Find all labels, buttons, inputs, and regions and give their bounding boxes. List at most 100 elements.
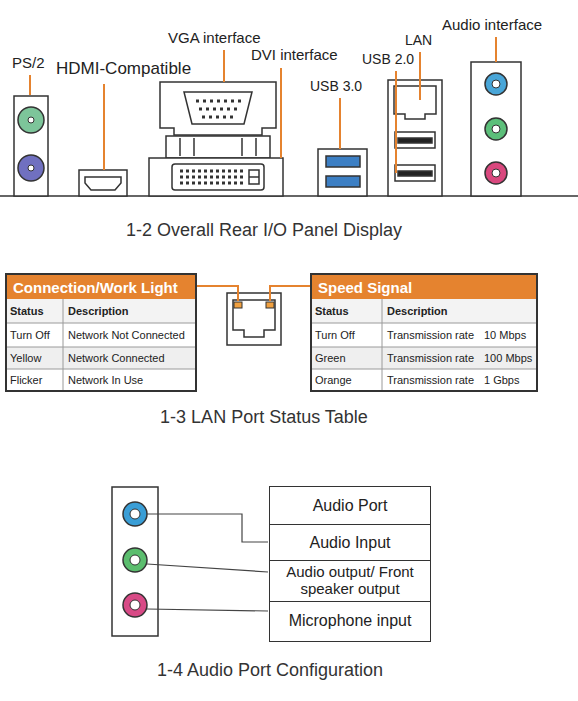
audio-row: Audio Input — [270, 524, 430, 560]
jack-wire — [147, 564, 268, 572]
audio-jack-panel — [123, 548, 147, 572]
table-grid — [311, 369, 537, 370]
audio-jack-panel — [123, 502, 147, 526]
port-label: VGA interface — [168, 30, 261, 47]
row-text: Audio Input — [270, 525, 430, 560]
table-stripes — [6, 347, 196, 369]
led-leader-line — [197, 286, 310, 301]
dvi-port — [180, 176, 244, 179]
usb3-port — [326, 156, 360, 167]
table-cell: Flicker — [10, 374, 42, 386]
audio-jack-panel — [130, 555, 140, 565]
dvi-port — [149, 158, 283, 196]
port-label: USB 2.0 — [362, 52, 414, 67]
row-text: Audio Port — [270, 487, 430, 524]
leader-line — [395, 71, 397, 173]
vga-port — [255, 138, 257, 156]
table-cell: Transmission rate — [387, 329, 474, 341]
leader-line — [339, 98, 341, 149]
leader-line — [29, 75, 31, 95]
usb3-port — [318, 149, 367, 196]
lan-port-icon — [266, 302, 274, 308]
audio-jack-panel — [130, 509, 140, 519]
ps2-port — [28, 117, 34, 123]
dvi-port — [172, 164, 264, 190]
figure-caption: 1-4 Audio Port Configuration — [0, 661, 540, 681]
audio-jack-panel — [130, 600, 140, 610]
audio-jack-panel — [112, 487, 158, 636]
jack-wire — [147, 514, 268, 611]
port-label: Audio interface — [442, 17, 542, 34]
leader-line — [223, 50, 225, 82]
table-grid — [6, 323, 196, 324]
leader-line — [280, 68, 282, 158]
table-grid — [311, 347, 537, 348]
leader-line — [495, 37, 497, 62]
ps2-port — [18, 155, 44, 181]
usb3-port — [318, 149, 367, 196]
dvi-port — [149, 158, 283, 196]
port-label: HDMI-Compatible — [56, 60, 191, 79]
table-grid — [6, 369, 196, 370]
audio-row: Audio output/ Front speaker output — [270, 560, 430, 601]
leader-line — [419, 52, 421, 100]
table-cell: Description — [68, 305, 129, 317]
vga-port — [160, 82, 276, 158]
figure-caption: 1-3 LAN Port Status Table — [0, 408, 528, 428]
table-cell: Orange — [315, 374, 352, 386]
vga-port — [179, 138, 181, 156]
hdmi-port — [79, 170, 127, 196]
dvi-port — [249, 170, 259, 184]
audio-panel — [485, 118, 507, 140]
audio-panel — [471, 62, 521, 196]
vga-port — [196, 100, 241, 103]
table-stripes — [311, 299, 537, 323]
audio-row: Microphone input — [270, 601, 430, 641]
hdmi-port — [79, 170, 127, 196]
audio-table: Audio PortAudio InputAudio output/ Front… — [269, 486, 431, 642]
figure-caption: 1-2 Overall Rear I/O Panel Display — [0, 221, 528, 241]
vga-port — [166, 136, 270, 158]
lan-usb2-block — [398, 171, 432, 176]
table-cell: 10 Mbps — [484, 329, 526, 341]
table-grid — [63, 299, 64, 391]
hdmi-port — [85, 177, 121, 190]
audio-jack-panel — [112, 487, 158, 636]
port-label: LAN — [405, 33, 432, 48]
audio-panel — [492, 80, 500, 88]
led-leader-line — [270, 286, 310, 301]
table-cell: Transmission rate — [387, 374, 474, 386]
table-title: Speed Signal — [318, 279, 412, 296]
lan-usb2-block — [395, 132, 435, 148]
table-cell: Network Connected — [68, 352, 165, 364]
audio-jack-panel — [123, 593, 147, 617]
table-cell: Status — [10, 305, 44, 317]
port-label: USB 3.0 — [310, 79, 362, 94]
leader-line — [103, 84, 105, 170]
port-label: PS/2 — [12, 55, 45, 72]
audio-panel — [485, 162, 507, 184]
usb3-port — [326, 176, 360, 187]
vga-port — [202, 116, 235, 119]
jack-wire — [147, 514, 268, 542]
leader-line — [30, 37, 496, 173]
table-cell: Yellow — [10, 352, 41, 364]
audio-panel — [492, 125, 500, 133]
vga-port — [193, 138, 195, 156]
lan-port-icon — [227, 293, 281, 345]
audio-panel — [471, 62, 521, 196]
table-cell: Status — [315, 305, 349, 317]
table-cell: Network In Use — [68, 374, 143, 386]
table-cell: Description — [387, 305, 448, 317]
ps2-port — [18, 107, 44, 133]
vga-port — [184, 92, 252, 124]
table-stripes — [6, 299, 196, 323]
lan-usb2-block — [394, 86, 436, 119]
table-grid — [382, 299, 383, 391]
lan-port-icon — [227, 293, 281, 345]
vga-port — [241, 138, 243, 156]
audio-panel — [485, 73, 507, 95]
dvi-port — [180, 170, 244, 173]
table-cell: Green — [315, 352, 346, 364]
ps2-port — [14, 96, 48, 196]
